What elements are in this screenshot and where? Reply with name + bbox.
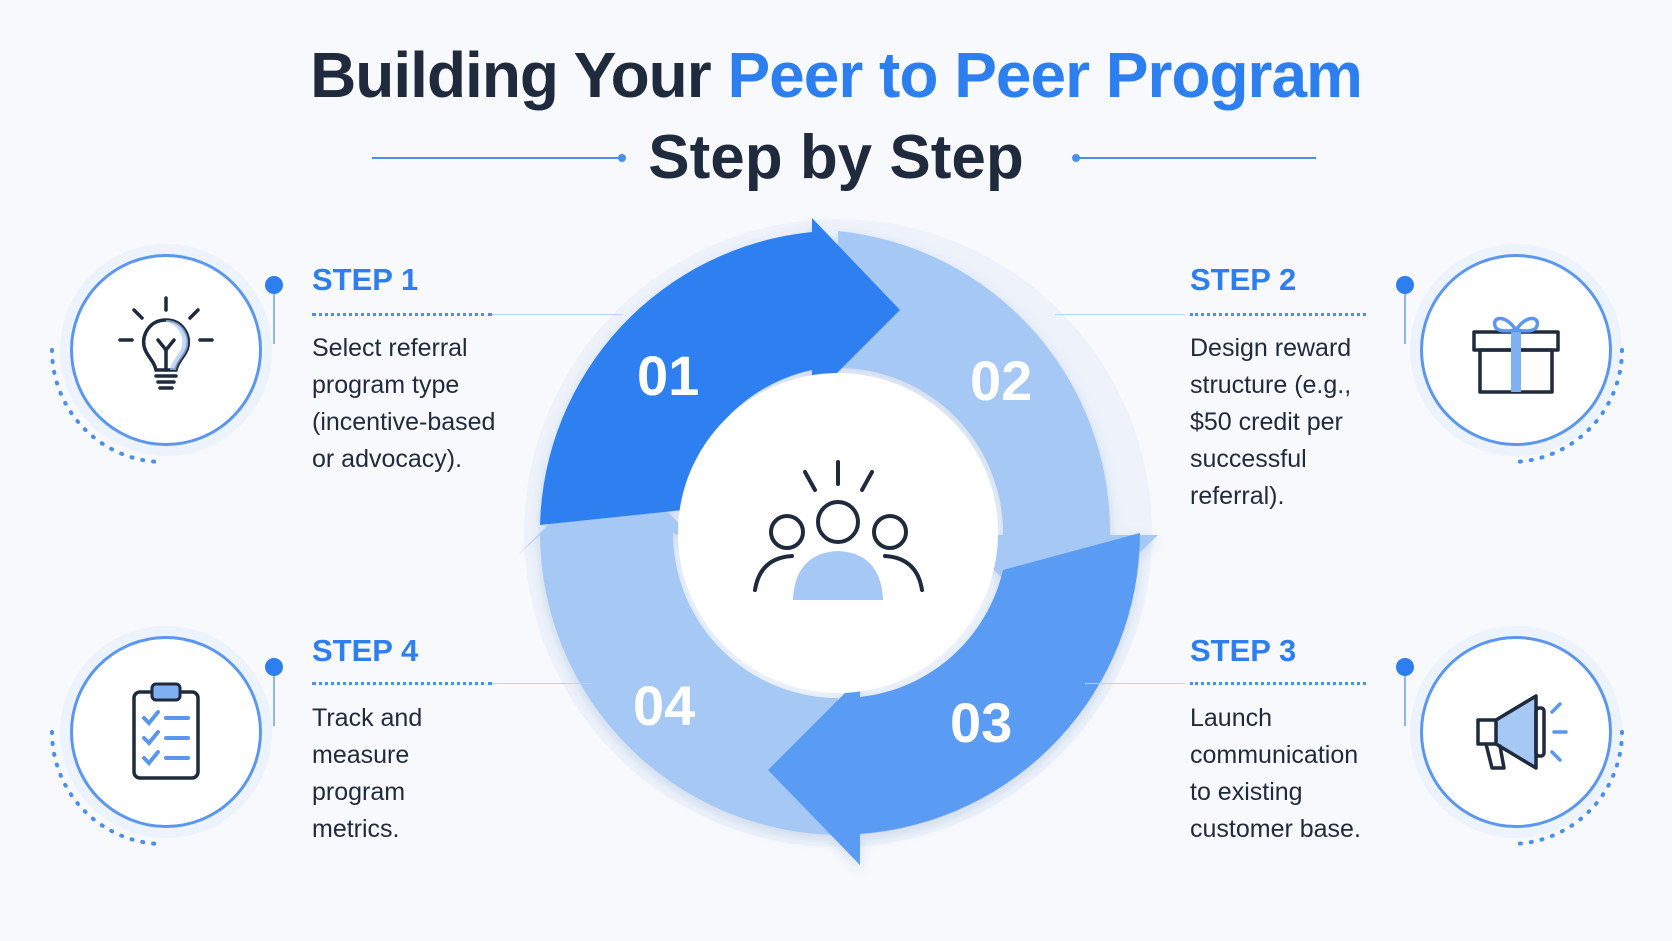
step-3-icon-ring [1420, 636, 1612, 828]
center-disc [678, 373, 998, 693]
step-number-02: 02 [970, 349, 1033, 412]
step-2-dotted-line [1190, 313, 1366, 316]
subtitle-rule-left [372, 157, 622, 159]
clipboard-checklist-icon [132, 682, 200, 780]
step-4-description: Track and measure program metrics. [312, 704, 423, 843]
subtitle-rule-right [1076, 157, 1316, 159]
segment-02 [838, 231, 1158, 630]
step-2-bullet [1396, 276, 1414, 294]
step-number-01: 01 [637, 344, 700, 407]
step-1-bullet [265, 276, 283, 294]
step-4-dotted-line [312, 682, 492, 685]
step-2-icon-ring [1420, 254, 1612, 446]
step-2-connector [1055, 314, 1185, 315]
step-3-connector [1085, 683, 1185, 684]
page-subtitle: Step by Step [648, 123, 1024, 192]
segment-01 [540, 218, 900, 525]
step-1-label: STEP 1 [312, 262, 419, 297]
step-4-label: STEP 4 [312, 633, 419, 668]
megaphone-icon [1476, 694, 1568, 770]
step-1-description: Select referral program type (incentive-… [312, 334, 496, 473]
step-2-description: Design reward structure (e.g., $50 credi… [1190, 334, 1352, 510]
step-3-bullet [1396, 658, 1414, 676]
step-2-bullet-stem [1404, 294, 1406, 344]
title-accent: Peer to Peer Program [727, 39, 1362, 111]
lightbulb-icon [118, 296, 214, 390]
step-3-bullet-stem [1404, 676, 1406, 726]
subtitle-rule-dot-left [618, 154, 626, 162]
segment-03 [768, 533, 1140, 865]
step-3-label: STEP 3 [1190, 633, 1297, 668]
step-4-bullet [265, 658, 283, 676]
step-3-dotted-line [1190, 682, 1366, 685]
step-1-icon-ring [70, 254, 262, 446]
step-4-bullet-stem [273, 676, 275, 726]
step-1-connector [492, 314, 622, 315]
step-1-bullet-stem [273, 294, 275, 344]
title-prefix: Building Your [310, 39, 728, 111]
people-group-icon [753, 460, 924, 600]
subtitle-row: Step by Step [0, 118, 1672, 198]
page-title: Building Your Peer to Peer Program [0, 38, 1672, 112]
step-1-dotted-line [312, 313, 492, 316]
step-2-label: STEP 2 [1190, 262, 1297, 297]
step-number-04: 04 [633, 674, 696, 737]
gift-icon [1472, 316, 1560, 394]
step-number-03: 03 [950, 691, 1013, 754]
step-4-connector [492, 683, 592, 684]
step-3-description: Launch communication to existing custome… [1190, 704, 1361, 843]
step-4-icon-ring [70, 636, 262, 828]
segment-04 [518, 458, 838, 835]
